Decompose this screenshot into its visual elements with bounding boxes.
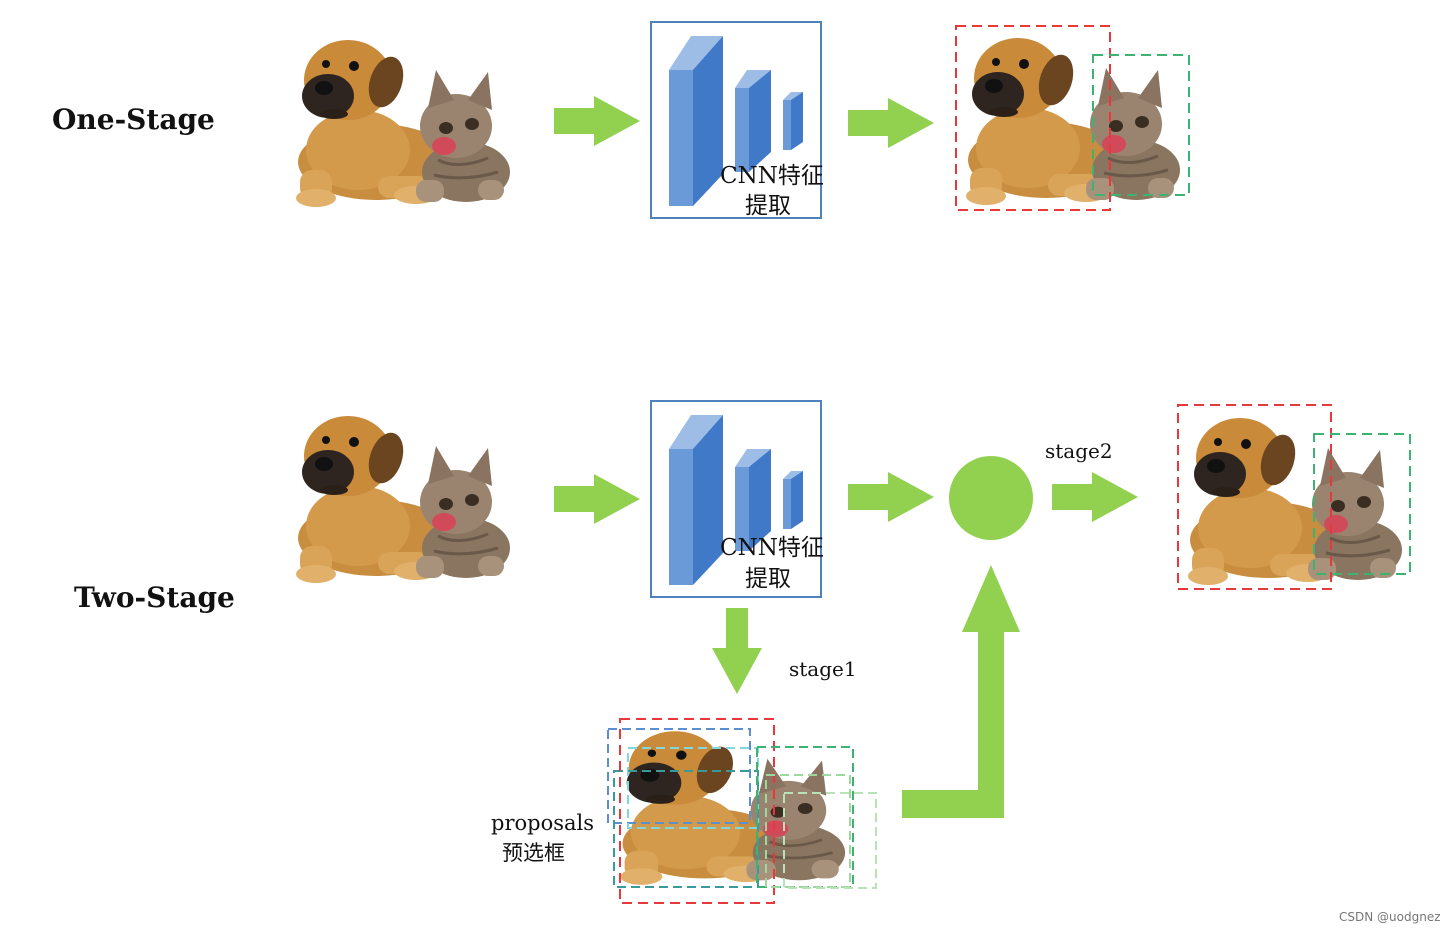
one-stage-output-image xyxy=(955,25,1190,211)
one-stage-arrow-1 xyxy=(554,96,640,146)
two-stage-input-image xyxy=(294,414,512,585)
watermark: CSDN @uodgnez xyxy=(1339,910,1441,924)
stage2-arrow xyxy=(1052,472,1138,522)
proposal-box-lightgreen-2 xyxy=(783,792,877,889)
one-stage-input-image xyxy=(294,38,512,209)
two-stage-arrow-2 xyxy=(848,472,934,522)
two-stage-label: Two-Stage xyxy=(74,581,235,614)
one-stage-arrow-2 xyxy=(848,98,934,148)
dog-bounding-box xyxy=(1177,404,1332,590)
two-stage-arrow-1 xyxy=(554,474,640,524)
two-stage-cnn-box xyxy=(650,400,822,598)
one-stage-cnn-label-line2: 提取 xyxy=(745,193,791,219)
two-stage-cnn-label-line1: CNN特征 xyxy=(720,535,824,561)
proposals-to-node-arrow xyxy=(902,565,1020,818)
stage2-label: stage2 xyxy=(1045,439,1113,463)
one-stage-cnn-label-line1: CNN特征 xyxy=(720,163,824,189)
proposal-box-teal xyxy=(613,770,759,888)
one-stage-label: One-Stage xyxy=(52,103,215,136)
roi-pooling-node xyxy=(949,456,1033,540)
proposal-box-red xyxy=(619,718,775,904)
two-stage-cnn-label-line2: 提取 xyxy=(745,566,791,592)
cat-bounding-box xyxy=(1313,433,1411,575)
proposals-label: proposals xyxy=(491,811,594,835)
stage1-label: stage1 xyxy=(789,657,857,681)
proposal-box-blue xyxy=(607,728,751,824)
proposals-image xyxy=(607,718,877,904)
dog-bounding-box xyxy=(955,25,1111,211)
two-stage-output-image xyxy=(1177,404,1411,590)
stage1-down-arrow xyxy=(712,608,762,694)
cat-bounding-box xyxy=(1092,54,1190,196)
proposals-cn-label: 预选框 xyxy=(502,841,565,865)
